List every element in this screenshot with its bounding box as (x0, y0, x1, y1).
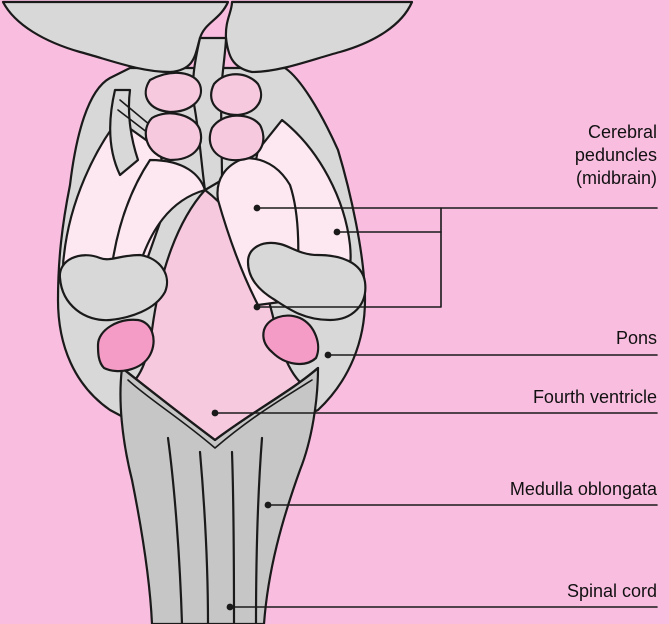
label-cerebral-line-2: peduncles (575, 144, 657, 167)
label-cerebral-line-3: (midbrain) (575, 167, 657, 190)
label-medulla-oblongata: Medulla oblongata (510, 478, 657, 501)
right-cerebrum-wing (226, 2, 412, 72)
label-spinal-cord: Spinal cord (567, 580, 657, 603)
label-fourth-ventricle: Fourth ventricle (533, 386, 657, 409)
label-cerebral-peduncles: Cerebral peduncles (midbrain) (575, 121, 657, 190)
label-cerebral-line-1: Cerebral (575, 121, 657, 144)
left-inferior-colliculus (146, 113, 201, 160)
label-pons: Pons (616, 327, 657, 350)
right-inferior-colliculus (210, 116, 264, 161)
right-superior-colliculus (211, 74, 261, 115)
left-superior-colliculus (146, 73, 201, 112)
